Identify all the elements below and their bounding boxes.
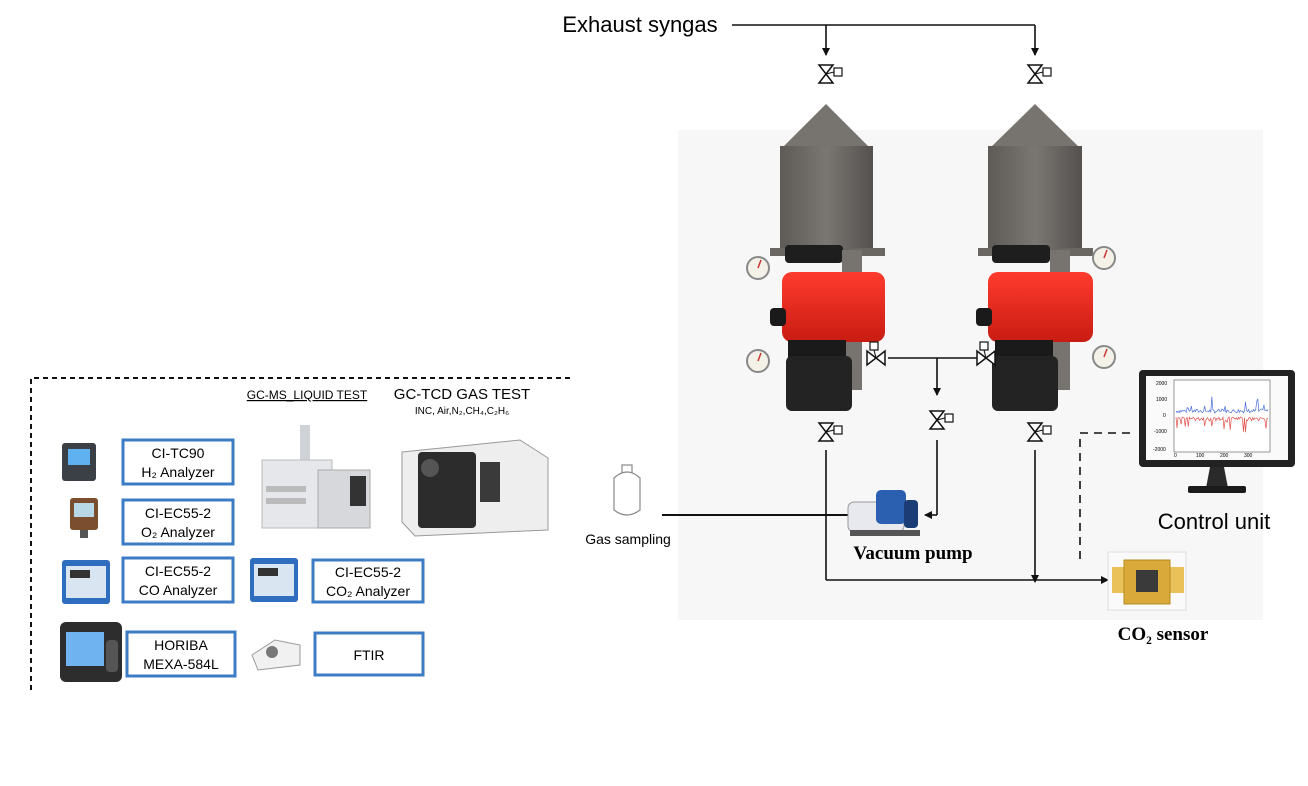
device-o2 — [70, 498, 98, 538]
analyzer-co-line2: CO Analyzer — [139, 582, 218, 598]
monitor-trace-red — [1175, 415, 1269, 433]
device-ftir — [251, 639, 301, 671]
gas-sampling-bottle — [613, 464, 641, 516]
reactor-right — [976, 104, 1093, 411]
reactor-left — [770, 104, 885, 411]
co2-sensor — [1107, 551, 1187, 611]
analyzer-box-h2: CI-TC90 H₂ Analyzer — [121, 438, 235, 486]
gauge-left-top — [746, 256, 770, 280]
analyzer-co2-line1: CI-EC55-2 — [335, 564, 401, 580]
analyzer-panel-border — [30, 377, 570, 690]
x-tick-1: 100 — [1196, 453, 1205, 459]
analyzer-horiba-line2: MEXA-584L — [143, 656, 219, 672]
x-tick-0: 0 — [1174, 453, 1177, 459]
inlet-valve-left — [818, 64, 843, 84]
gc-tcd-sublabel: INC, Air,N₂,CH₄,C₂H₆ — [415, 406, 509, 417]
device-horiba — [60, 622, 122, 682]
analyzer-o2-line2: O₂ Analyzer — [141, 524, 215, 540]
gauge-left-bottom — [746, 349, 770, 373]
analyzer-co-line1: CI-EC55-2 — [145, 563, 211, 579]
analyzer-box-horiba: HORIBA MEXA-584L — [125, 630, 237, 678]
monitor-signal-chart — [1175, 396, 1269, 433]
x-tick-3: 300 — [1244, 453, 1253, 459]
y-tick-0: 2000 — [1156, 381, 1167, 387]
gc-ms-label: GC-MS_LIQUID TEST — [247, 388, 368, 402]
gauge-right-bottom — [1092, 345, 1116, 369]
analyzer-co2-line2: CO₂ Analyzer — [326, 583, 410, 599]
gauge-right-top — [1092, 246, 1116, 270]
exhaust-syngas-label: Exhaust syngas — [562, 12, 717, 37]
exhaust-manifold — [732, 24, 1039, 56]
control-unit-label: Control unit — [1158, 509, 1271, 534]
vacuum-pump-label: Vacuum pump — [853, 543, 972, 564]
analyzer-box-o2: CI-EC55-2 O₂ Analyzer — [121, 498, 235, 546]
co2-sensor-label: CO₂ sensor — [1118, 624, 1209, 645]
analyzer-box-co: CI-EC55-2 CO Analyzer — [121, 556, 235, 604]
y-tick-4: -2000 — [1153, 447, 1166, 453]
gc-tcd-instrument — [401, 439, 549, 537]
device-co — [62, 560, 110, 604]
analyzer-h2-line1: CI-TC90 — [152, 445, 205, 461]
analyzer-box-co2: CI-EC55-2 CO₂ Analyzer — [311, 558, 425, 604]
analyzer-ftir-line1: FTIR — [353, 647, 384, 663]
analyzer-h2-line2: H₂ Analyzer — [141, 464, 214, 480]
heater-right — [988, 272, 1093, 342]
y-tick-2: 0 — [1163, 413, 1166, 419]
analyzer-o2-line1: CI-EC55-2 — [145, 505, 211, 521]
vacuum-pump — [847, 490, 920, 536]
analyzer-box-ftir: FTIR — [313, 631, 425, 677]
y-tick-3: -1000 — [1154, 429, 1167, 435]
heater-left — [782, 272, 885, 342]
y-tick-1: 1000 — [1156, 397, 1167, 403]
monitor-trace-blue — [1175, 396, 1269, 414]
gc-tcd-label: GC-TCD GAS TEST — [394, 386, 530, 403]
piping — [662, 354, 1130, 584]
analyzer-horiba-line1: HORIBA — [154, 637, 208, 653]
x-tick-2: 200 — [1220, 453, 1229, 459]
gc-ms-instrument — [261, 425, 371, 529]
gas-sampling-label: Gas sampling — [585, 531, 671, 547]
inlet-valve-right — [1027, 64, 1052, 84]
device-co2 — [250, 558, 298, 602]
device-h2 — [62, 443, 96, 481]
